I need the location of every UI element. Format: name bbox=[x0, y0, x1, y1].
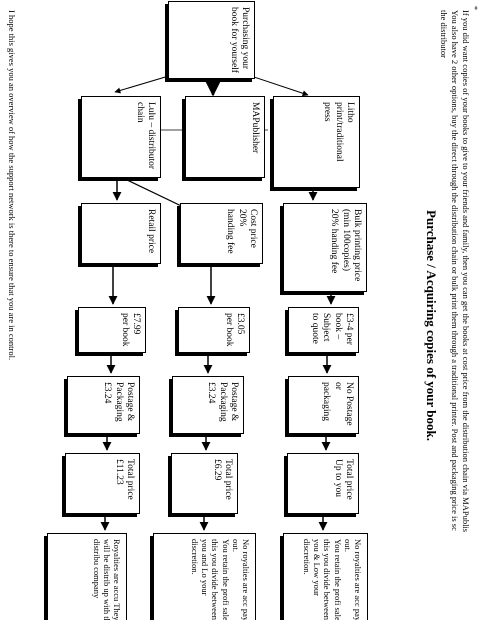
purchasing-box: Purchasing your book for yourself bbox=[168, 1, 255, 79]
map-postage-box: Postage & Packaging £3.24 bbox=[172, 376, 244, 434]
litho-box: Litho print/traditional press bbox=[273, 96, 360, 188]
litho-total-box: Total price Up to you bbox=[287, 453, 359, 514]
lulu-postage-box: Postage & Packaging £3.24 bbox=[67, 376, 140, 434]
map-price-box: £3.05 per book bbox=[178, 307, 250, 353]
retail-price-box: Retail price bbox=[81, 203, 161, 264]
lulu-box: Lulu – distributor chain bbox=[81, 96, 161, 178]
litho-royalties-note: No royalties are acc pay out. You retain… bbox=[283, 533, 368, 620]
mapublisher-box: MAPublisher bbox=[185, 96, 265, 178]
footer-text: I hope this gives you an overview of how… bbox=[7, 10, 17, 361]
map-total-box: Total price £6.29 bbox=[171, 453, 238, 514]
lulu-price-box: £7.99 per book bbox=[78, 307, 146, 353]
cost-price-box: Cost price 20% handing fee bbox=[180, 203, 263, 264]
lulu-royalties-note: Royalties are accu They will be distrib … bbox=[47, 533, 127, 620]
litho-price-box: £3-4 per book – Subject to quote bbox=[288, 307, 359, 353]
lulu-total-box: Total price £11.23 bbox=[65, 453, 140, 514]
map-royalties-note: No royalties are acc pay out. You retain… bbox=[153, 533, 256, 620]
bulk-printing-box: Bulk printing price (min 100copies) 20% … bbox=[283, 203, 367, 292]
litho-postage-box: No Postage or packaging bbox=[288, 376, 359, 434]
